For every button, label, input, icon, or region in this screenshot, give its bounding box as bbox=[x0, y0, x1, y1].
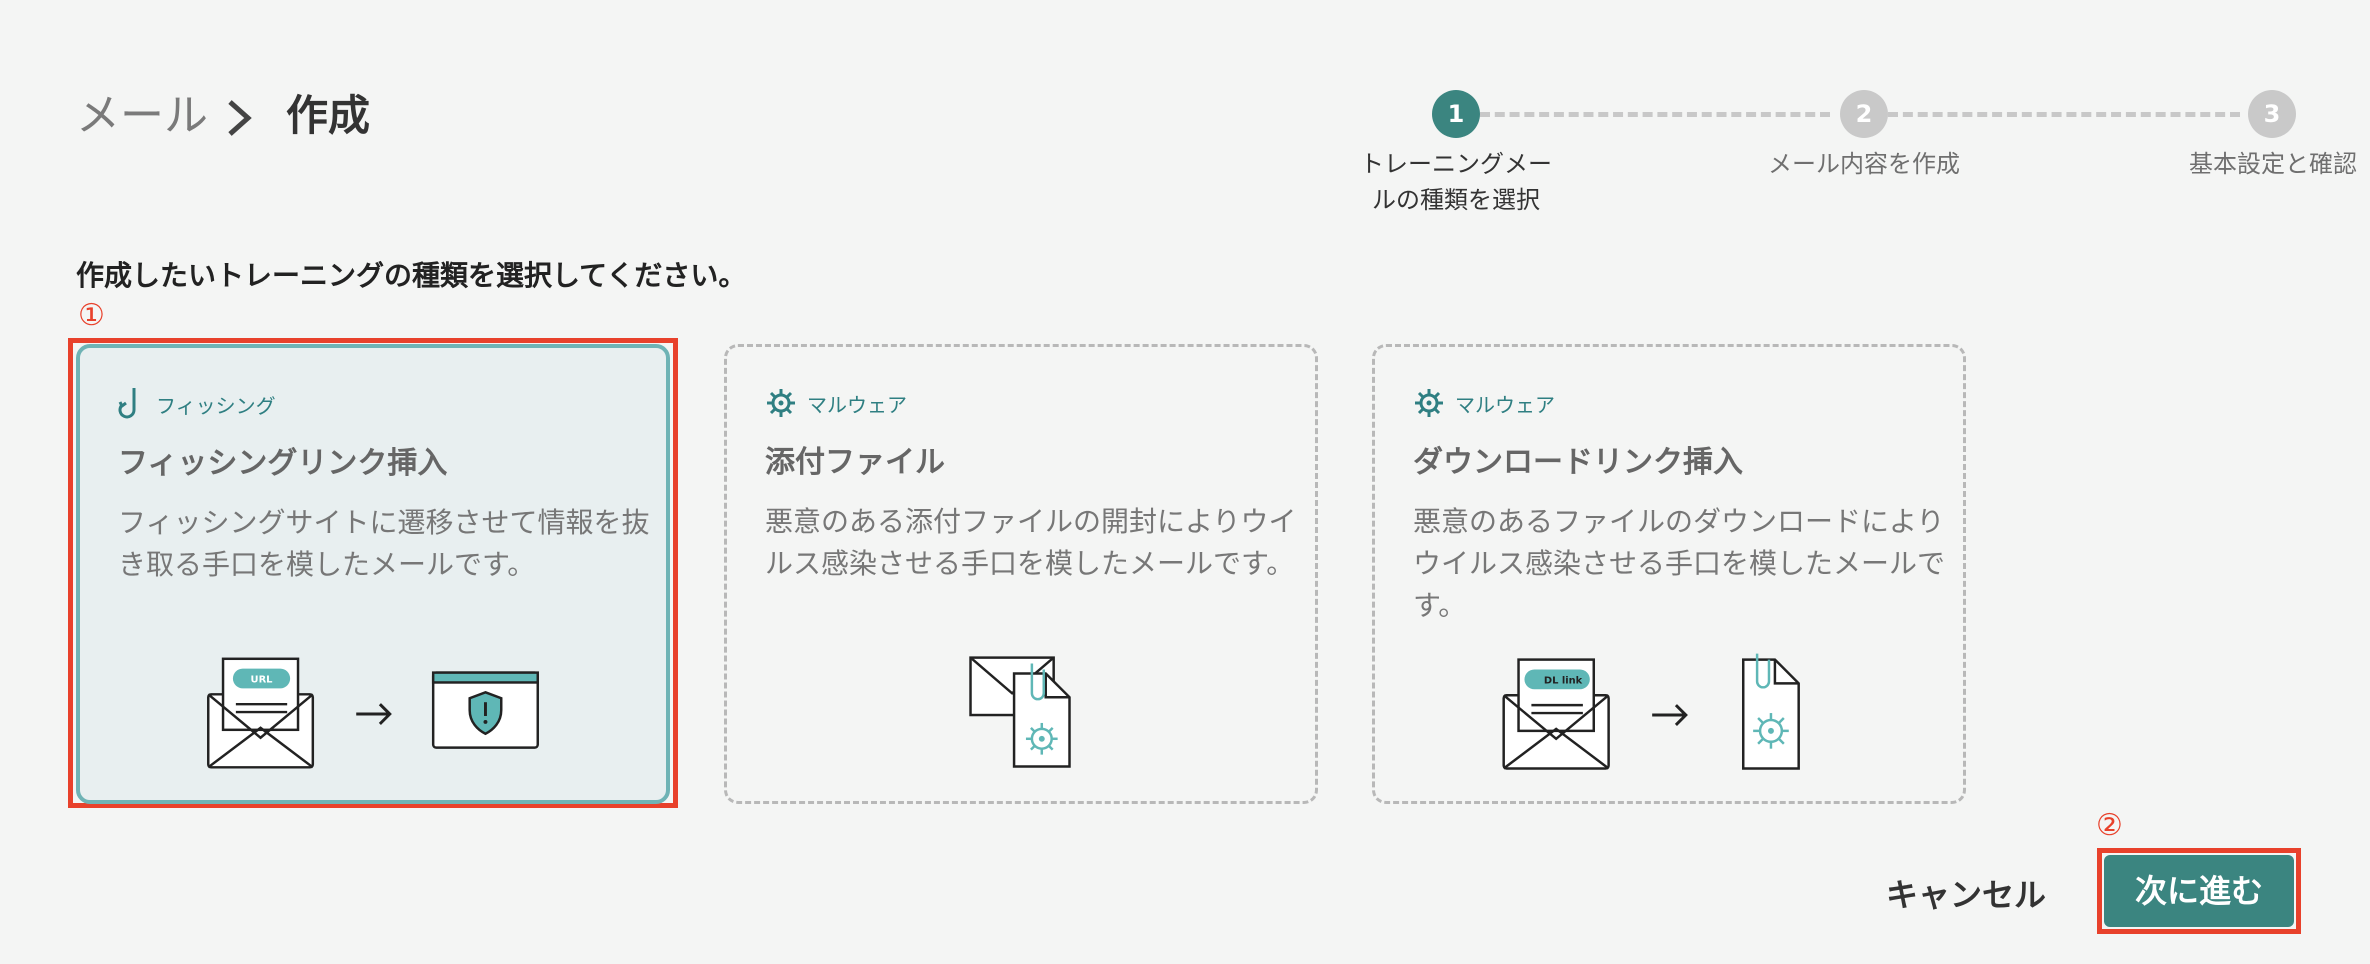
breadcrumb-parent[interactable]: メール bbox=[76, 90, 208, 141]
card-download-link[interactable]: マルウェア ダウンロードリンク挿入 悪意のあるファイルのダウンロードによりウイル… bbox=[1372, 344, 1966, 804]
virus-icon bbox=[1415, 389, 1443, 417]
card-title: ダウンロードリンク挿入 bbox=[1413, 445, 1743, 480]
card-title: 添付ファイル bbox=[765, 445, 945, 480]
next-button[interactable]: 次に進む bbox=[2104, 855, 2294, 927]
card-title: フィッシングリンク挿入 bbox=[118, 446, 448, 481]
step-1-label: トレーニングメールの種類を選択 bbox=[1360, 150, 1552, 214]
breadcrumb-current: 作成 bbox=[286, 91, 371, 140]
url-label: URL bbox=[251, 674, 274, 685]
annotation-marker-2: ② bbox=[2096, 808, 2123, 843]
virus-icon bbox=[767, 389, 795, 417]
step-3-label: 基本設定と確認 bbox=[2189, 150, 2357, 178]
browser-shield-icon bbox=[431, 671, 539, 749]
arrow-right-icon bbox=[1652, 704, 1688, 726]
card-tag: マルウェア bbox=[765, 385, 907, 421]
arrow-right-icon bbox=[356, 703, 392, 725]
chevron-right-icon bbox=[228, 100, 252, 136]
download-illustration: DL link bbox=[1502, 653, 1800, 770]
card-description: 悪意のあるファイルのダウンロードによりウイルス感染させる手口を模したメールです。 bbox=[1413, 505, 1946, 622]
card-phishing-link[interactable]: フィッシング フィッシングリンク挿入 フィッシングサイトに遷移させて情報を抜き取… bbox=[76, 344, 670, 804]
cancel-button[interactable]: キャンセル bbox=[1886, 876, 2047, 914]
card-description: フィッシングサイトに遷移させて情報を抜き取る手口を模したメールです。 bbox=[118, 506, 650, 581]
step-2-label: メール内容を作成 bbox=[1768, 150, 1960, 178]
stepper-connector bbox=[1888, 112, 2240, 117]
selection-highlight bbox=[68, 338, 678, 808]
card-tag-label: フィッシング bbox=[156, 393, 276, 418]
phishing-illustration: URL bbox=[207, 657, 539, 769]
card-tag: フィッシング bbox=[118, 386, 276, 422]
infected-file-icon bbox=[1012, 663, 1071, 768]
card-tag-label: マルウェア bbox=[807, 392, 907, 417]
card-attachment[interactable]: マルウェア 添付ファイル 悪意のある添付ファイルの開封によりウイルス感染させる手… bbox=[724, 344, 1318, 804]
instruction-text: 作成したいトレーニングの種類を選択してください。 bbox=[76, 259, 747, 292]
envelope-icon bbox=[1502, 658, 1610, 770]
card-tag-label: マルウェア bbox=[1455, 392, 1555, 417]
next-button-highlight bbox=[2097, 848, 2301, 934]
step-2-indicator: 2 bbox=[1840, 90, 1888, 138]
stepper-connector bbox=[1480, 112, 1830, 117]
card-description: 悪意のある添付ファイルの開封によりウイルス感染させる手口を模したメールです。 bbox=[765, 505, 1297, 580]
attachment-illustration bbox=[969, 656, 1071, 768]
envelope-icon bbox=[207, 657, 315, 769]
fishing-hook-icon bbox=[118, 388, 136, 419]
step-1-indicator: 1 bbox=[1432, 90, 1480, 138]
step-3-indicator: 3 bbox=[2248, 90, 2296, 138]
infected-file-icon bbox=[1742, 653, 1800, 770]
card-tag: マルウェア bbox=[1413, 385, 1555, 421]
annotation-marker-1: ① bbox=[78, 298, 105, 333]
dl-link-label: DL link bbox=[1544, 675, 1583, 686]
